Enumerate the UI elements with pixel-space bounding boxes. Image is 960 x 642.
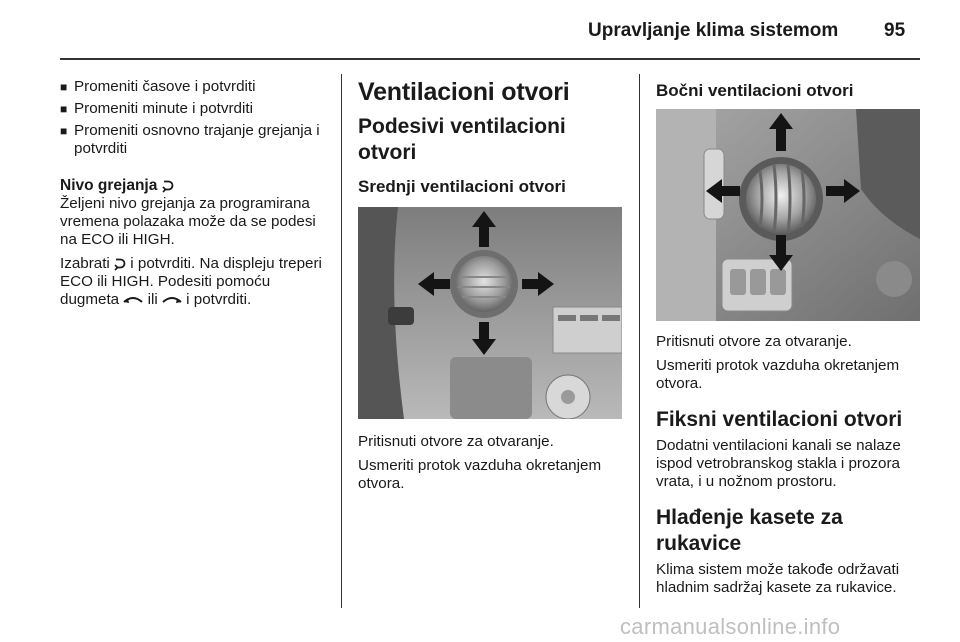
select-instructions: Izabrati i potvrditi. Na displeju treper… bbox=[60, 255, 322, 308]
adjustable-vents-heading: Podesivi ventilacioni otvori bbox=[358, 115, 566, 164]
column-3: Bočni ventilacioni otvori bbox=[656, 78, 922, 597]
column-divider-2 bbox=[639, 74, 640, 608]
column-divider-1 bbox=[341, 74, 342, 608]
list-item: ■Promeniti časove i potvrditi bbox=[60, 78, 256, 95]
center-vents-text-1: Pritisnuti otvore za otvaranje. bbox=[358, 433, 554, 450]
page-number: 95 bbox=[884, 20, 906, 41]
return-arrow-icon bbox=[114, 258, 126, 271]
center-vents-image bbox=[358, 207, 622, 419]
side-vents-heading: Bočni ventilacioni otvori bbox=[656, 81, 854, 100]
side-vents-image bbox=[656, 109, 920, 321]
center-vents-heading: Srednji ventilacioni otvori bbox=[358, 177, 566, 196]
glovebox-cooling-heading: Hlađenje kasete za rukavice bbox=[656, 506, 843, 555]
side-vents-text-2: Usmeriti protok vazduha okretanjem otvor… bbox=[656, 357, 900, 392]
heating-level-text: Željeni nivo grejanja za programirana vr… bbox=[60, 195, 316, 248]
return-arrow-icon bbox=[162, 180, 174, 193]
glovebox-cooling-text: Klima sistem može takođe održavati hladn… bbox=[656, 561, 900, 596]
page-header-title: Upravljanje klima sistemom bbox=[588, 20, 839, 41]
list-item: ■Promeniti osnovno trajanje grejanja i p… bbox=[60, 122, 320, 157]
heating-level-heading: Nivo grejanja bbox=[60, 176, 330, 195]
section-title: Ventilacioni otvori bbox=[358, 78, 570, 106]
list-item: ■Promeniti minute i potvrditi bbox=[60, 100, 253, 117]
knob-right-icon bbox=[162, 296, 182, 303]
column-1: ■Promeniti časove i potvrditi ■Promeniti… bbox=[60, 78, 330, 309]
knob-left-icon bbox=[123, 296, 144, 303]
center-vents-text-2: Usmeriti protok vazduha okretanjem otvor… bbox=[358, 457, 602, 492]
fixed-vents-text: Dodatni ventilacioni kanali se nalaze is… bbox=[656, 437, 901, 490]
watermark: carmanualsonline.info bbox=[620, 614, 841, 639]
side-vents-text-1: Pritisnuti otvore za otvaranje. bbox=[656, 333, 852, 350]
column-2: Ventilacioni otvori Podesivi ventilacion… bbox=[358, 78, 626, 493]
header-rule bbox=[60, 58, 920, 60]
fixed-vents-heading: Fiksni ventilacioni otvori bbox=[656, 408, 903, 431]
